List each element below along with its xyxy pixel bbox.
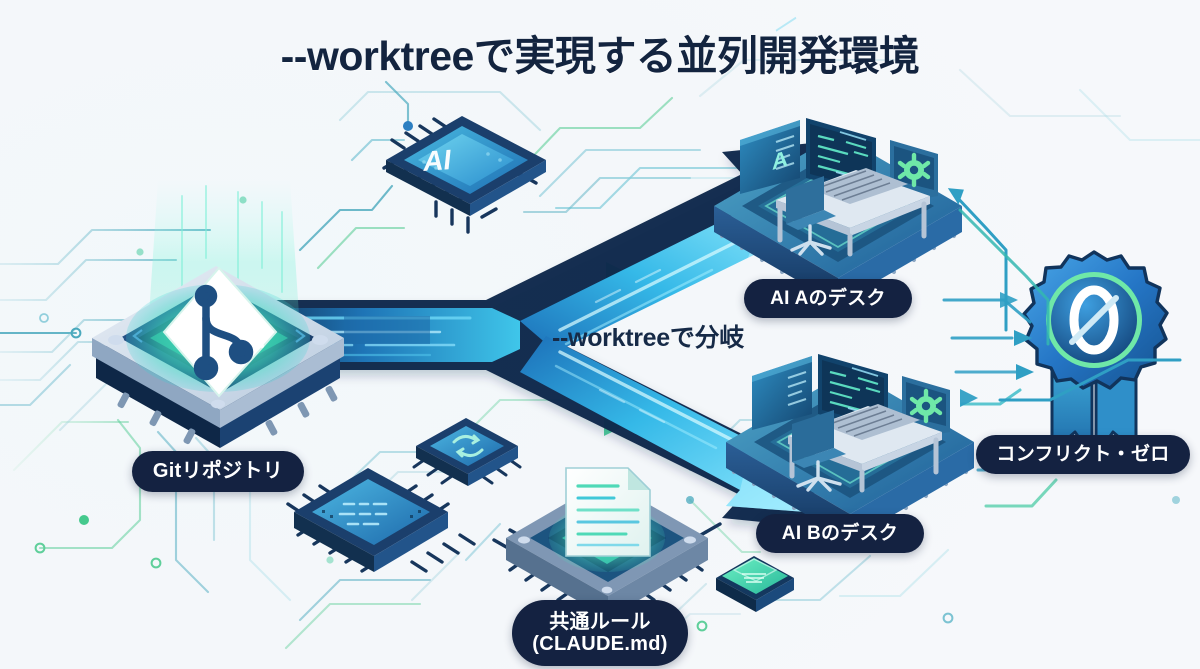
code-chip [286,468,476,573]
badge-rosette [1022,250,1169,390]
git-branch-icon [193,284,254,381]
page-title: --worktreeで実現する並列開発環境 [280,33,920,79]
desk-a-side-screen: A [740,16,800,194]
label-shared-rules-line1: 共通ルール [549,610,651,633]
branch-caption: --worktreeで分岐 [552,324,744,352]
desk-b-side-screen: A [752,146,812,430]
sync-arrows-icon [452,434,484,458]
sync-chip [412,418,522,486]
svg-text:AI: AI [422,143,453,177]
label-ai-desk-b-text: AI Bのデスク [781,522,899,544]
label-ai-desk-a[interactable]: AI Aのデスク [744,279,912,318]
label-git-repository[interactable]: Gitリポジトリ [132,451,304,492]
desk-a-chair [786,176,836,256]
gear-icon [897,152,931,188]
svg-text:A: A [772,146,788,175]
label-ai-desk-a-text: AI Aのデスク [770,287,886,309]
zero-glyph [1069,285,1119,355]
label-git-repository-text: Gitリポジトリ [152,460,284,483]
label-shared-rules[interactable]: 共通ルール (CLAUDE.md) [512,600,688,666]
desk-b-chair [792,410,846,492]
label-conflict-zero[interactable]: コンフリクト・ゼロ [976,435,1190,474]
label-shared-rules-line2: (CLAUDE.md) [532,633,668,655]
label-conflict-zero-text: コンフリクト・ゼロ [996,443,1170,465]
gear-icon [909,388,943,424]
document-icon [565,467,651,557]
desk-b-gear-badge [902,376,950,436]
green-chip-tile [716,556,794,612]
label-ai-desk-b[interactable]: AI Bのデスク [756,514,924,553]
desk-a-gear-badge [890,140,938,200]
